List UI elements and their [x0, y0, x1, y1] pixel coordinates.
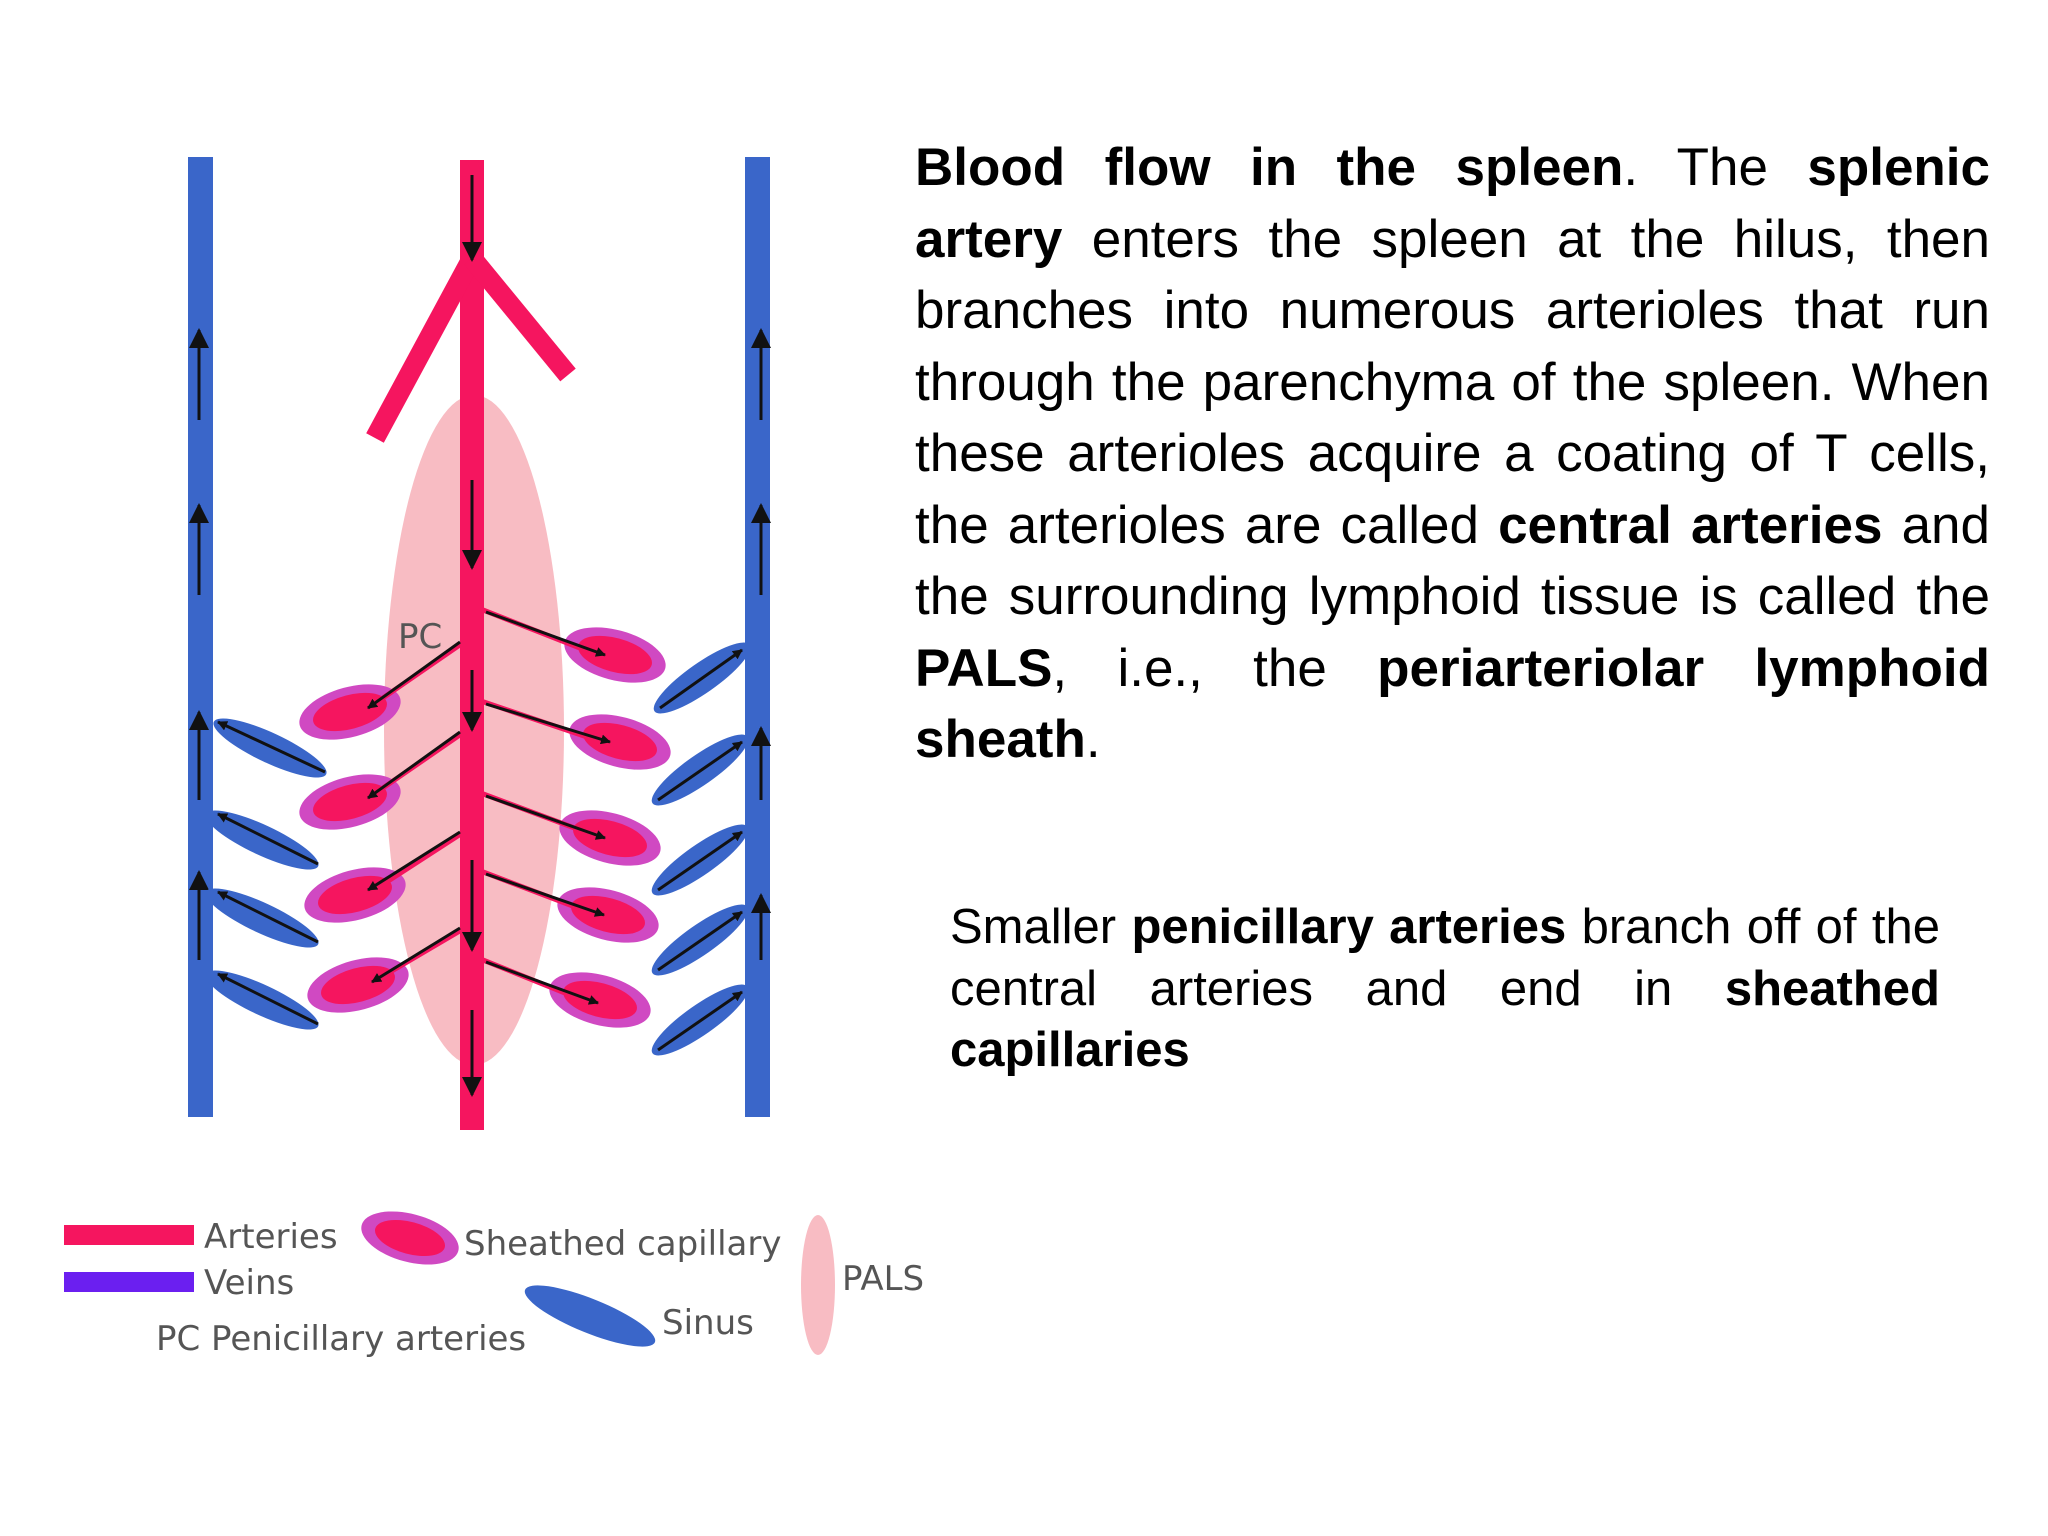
- legend-sheathed-capillary-core: [374, 1219, 446, 1257]
- penicillary-paragraph: Smaller penicillary arteries branch off …: [950, 897, 1940, 1082]
- para1-text-e: .: [1085, 710, 1101, 769]
- legend-arteries-swatch: [64, 1225, 194, 1245]
- right-vein: [745, 157, 770, 1117]
- para2-text-a: Smaller: [950, 900, 1132, 954]
- term-penicillary-arteries: penicillary arteries: [1131, 900, 1567, 954]
- legend-arteries-label: Arteries: [204, 1217, 338, 1257]
- sinus-arrows: [217, 648, 743, 1052]
- central-artery: [460, 160, 484, 1130]
- term-sheathed-capillaries: sheathed capillaries: [950, 961, 1940, 1078]
- term-pals: PALS: [915, 638, 1053, 698]
- vein-up-arrows: [189, 328, 771, 960]
- para2-text-b: branch off of the central arteries and e…: [950, 900, 1940, 1016]
- penicillary-arrows: [367, 610, 611, 1005]
- description-paragraph: Blood flow in the spleen. The splenic ar…: [915, 132, 1990, 776]
- term-splenic-artery: splenic artery: [915, 138, 1991, 269]
- legend: Arteries Veins PC Penicillary arteries S…: [64, 1211, 924, 1359]
- heading-blood-flow: Blood flow in the spleen: [915, 138, 1624, 197]
- term-periarteriolar-sheath: periarteriolar lymphoid sheath: [915, 638, 1990, 770]
- para1-text-b: enters the spleen at the hilus, then bra…: [915, 209, 1990, 555]
- legend-sinus-label: Sinus: [662, 1303, 754, 1343]
- legend-pc-label: PC Penicillary arteries: [156, 1319, 526, 1359]
- legend-veins-swatch: [64, 1272, 194, 1292]
- splenic-artery-branches: [366, 251, 576, 443]
- para1-text-a: The: [1638, 138, 1808, 197]
- legend-pals-swatch: [801, 1215, 835, 1355]
- legend-veins-label: Veins: [204, 1263, 294, 1303]
- pc-label: PC: [398, 617, 442, 657]
- right-sheathed-capillaries: [549, 627, 671, 1028]
- para1-dot: .: [1623, 138, 1639, 197]
- right-sinuses: [651, 642, 751, 1056]
- para1-text-c: and the surrounding lymphoid tissue is c…: [915, 495, 1990, 627]
- legend-sheathed-capillary-label: Sheathed capillary: [464, 1224, 781, 1264]
- term-central-arteries: central arteries: [1498, 495, 1883, 555]
- legend-sinus-swatch: [524, 1285, 656, 1347]
- para1-text-d: , i.e., the: [1052, 638, 1378, 698]
- legend-pals-label: PALS: [842, 1259, 924, 1299]
